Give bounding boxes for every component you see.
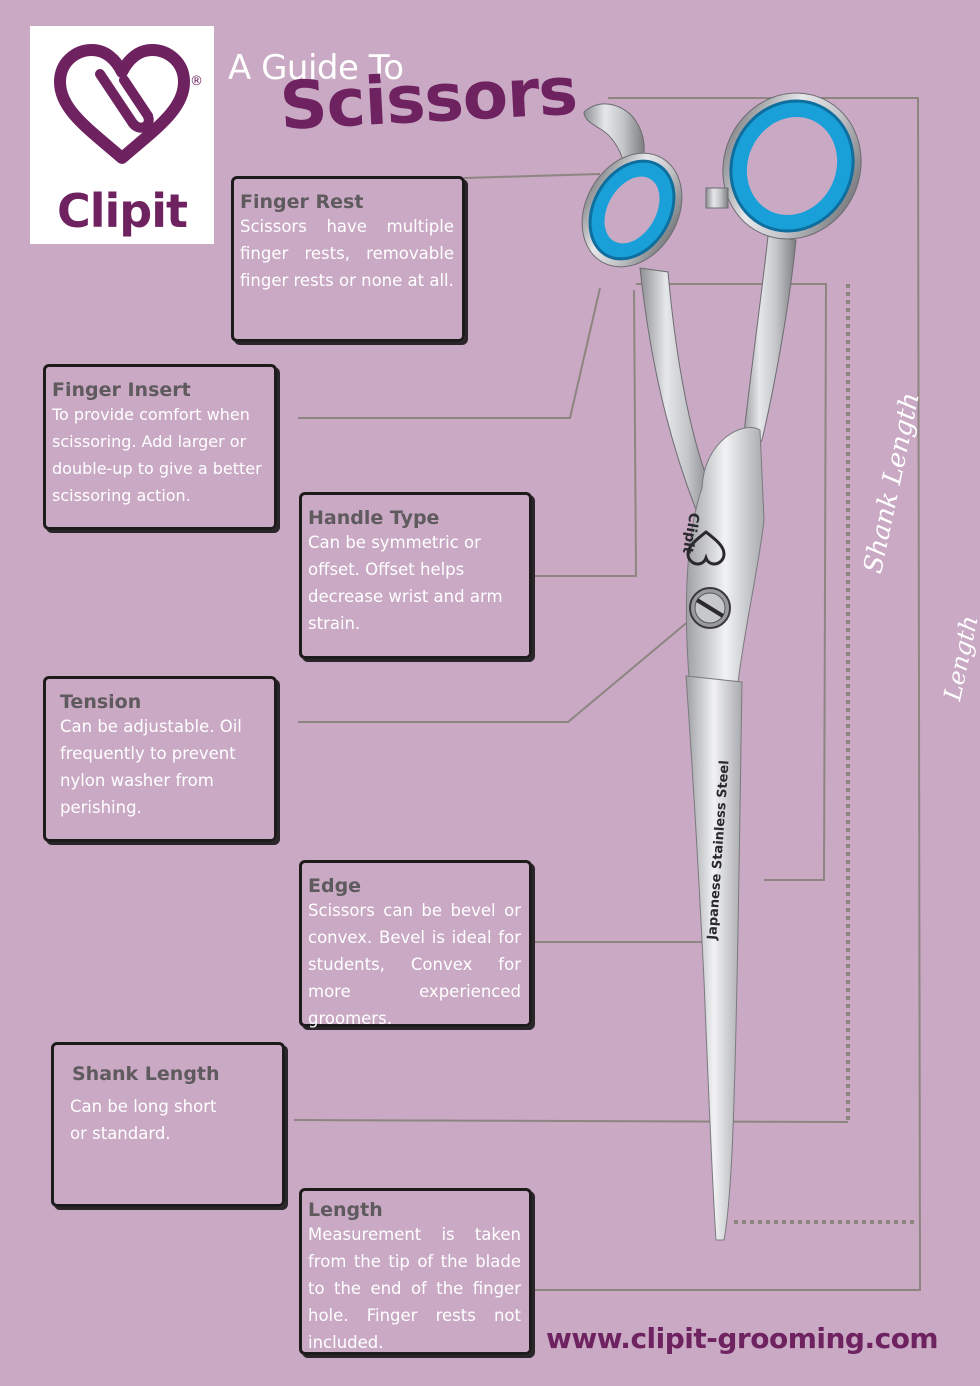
card-heading: Length (308, 1199, 383, 1221)
pivot-screw-icon (689, 587, 731, 629)
scissors-body (685, 427, 765, 701)
card-body: Can be symmetric or offset. Offset helps… (308, 533, 503, 633)
card-finger-rest: Finger Rest Scissors have multiple finge… (231, 176, 465, 342)
clipit-logo: ® Clipit (30, 26, 214, 244)
registered-mark: ® (190, 74, 203, 89)
dotted-lines (734, 284, 918, 1224)
title-line-1: A Guide To (228, 48, 404, 88)
card-heading: Tension (60, 691, 142, 713)
website-link[interactable]: www.clipit-grooming.com (546, 1322, 939, 1355)
handle-brand-text: Clipit (679, 511, 702, 555)
card-heading: Handle Type (308, 507, 440, 529)
card-tension: Tension Can be adjustable. Oil frequentl… (43, 676, 277, 842)
card-body: Can be adjustable. Oil frequently to pre… (60, 717, 242, 817)
card-heading: Shank Length (72, 1063, 220, 1085)
card-heading: Edge (308, 875, 362, 897)
card-body: Scissors have multiple finger rests, rem… (240, 217, 454, 290)
card-shank-length: Shank Length Can be long short or standa… (51, 1042, 285, 1207)
card-body: Measurement is taken from the tip of the… (308, 1225, 521, 1352)
card-heading: Finger Rest (240, 191, 364, 213)
card-edge: Edge Scissors can be bevel or convex. Be… (299, 860, 532, 1028)
card-body: To provide comfort when scissoring. Add … (52, 405, 262, 505)
scissors-blade (685, 675, 743, 1241)
heart-clip-icon (54, 44, 190, 164)
leader-lines (293, 97, 922, 1291)
card-finger-insert: Finger Insert To provide comfort when sc… (43, 364, 277, 530)
right-finger-ring (722, 92, 862, 240)
card-heading: Finger Insert (52, 379, 191, 401)
left-finger-ring (581, 152, 683, 268)
card-body: Can be long short or standard. (70, 1097, 217, 1143)
card-handle-type: Handle Type Can be symmetric or offset. … (299, 492, 532, 659)
brand-name: Clipit (57, 184, 188, 238)
card-length: Length Measurement is taken from the tip… (299, 1188, 532, 1355)
handle-logo-icon (686, 530, 726, 566)
card-body: Scissors can be bevel or convex. Bevel i… (308, 901, 521, 1028)
